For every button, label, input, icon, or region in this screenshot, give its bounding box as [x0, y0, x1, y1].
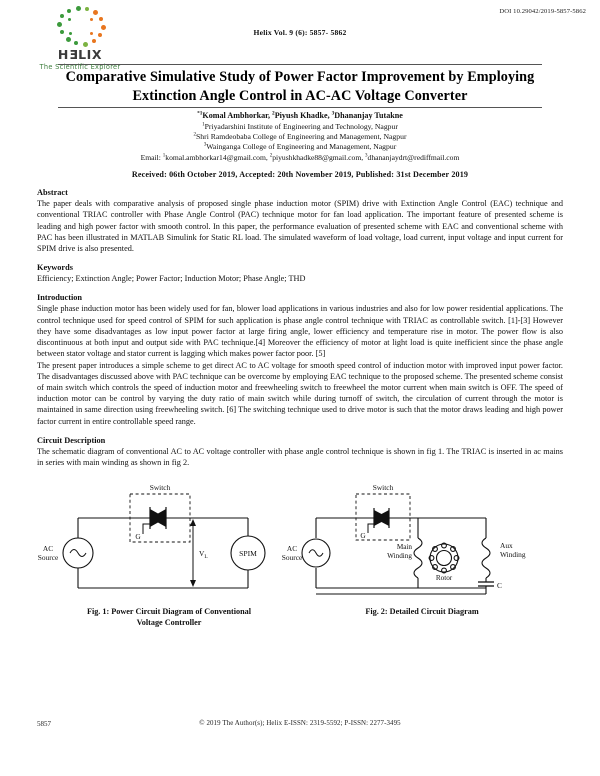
fig2-switch-label: Switch [373, 483, 394, 492]
logo-tagline: The Scientific Explorer [39, 62, 121, 71]
affiliation-1: 1Priyadarshini Institute of Engineering … [202, 121, 398, 131]
doi-text: DOI 10.29042/2019-5857-5862 [499, 8, 586, 15]
figure-captions: Fig. 1: Power Circuit Diagram of Convent… [0, 606, 600, 640]
logo-dot-ring-icon [54, 6, 106, 48]
logo-word-lix: LIX [78, 47, 103, 62]
circuit-figures-svg: Switch G AC Source VL SPIM Switch G AC S… [38, 483, 526, 595]
page-number: 5857 [37, 720, 51, 728]
fig2-source-label-l2: Source [282, 553, 303, 562]
fig1-load-voltage-label: VL [199, 549, 208, 560]
fig1-motor-label: SPIM [239, 549, 257, 558]
page-title: Comparative Simulative Study of Power Fa… [65, 69, 535, 104]
introduction-paragraph-1: Single phase induction motor has been wi… [37, 304, 563, 359]
article-body: Abstract The paper deals with comparativ… [37, 188, 563, 468]
author-note-marker: *1 [197, 110, 203, 117]
copyright-line: © 2019 The Author(s); Helix E-ISSN: 2319… [199, 720, 401, 727]
abstract-text: The paper deals with comparative analysi… [37, 199, 563, 254]
fig2-aux-winding-label-l2: Winding [500, 550, 526, 559]
author-list: *1Komal Ambhorkar, 2Piyush Khadke, 3Dhan… [197, 110, 403, 121]
fig2-main-winding-label-l2: Winding [387, 552, 412, 560]
circuit-description-text: The schematic diagram of conventional AC… [37, 446, 563, 468]
fig1-source-label-l1: AC [43, 544, 53, 553]
figure-1-caption: Fig. 1: Power Circuit Diagram of Convent… [86, 607, 252, 628]
introduction-heading: Introduction [37, 293, 83, 303]
logo-wordmark: HELIX [28, 47, 132, 62]
fig2-main-winding-label-l1: Main [397, 543, 413, 551]
figure-1-diagram [62, 493, 266, 589]
fig1-switch-label: Switch [150, 483, 171, 492]
figures-row: Switch G AC Source VL SPIM Switch G AC S… [0, 476, 600, 627]
figure-2-diagram [301, 493, 494, 595]
page-footer: 5857 © 2019 The Author(s); Helix E-ISSN:… [0, 720, 600, 732]
introduction-paragraph-2: The present paper introduces a simple sc… [37, 360, 563, 426]
fig1-gate-label: G [135, 532, 141, 541]
circuit-description-heading: Circuit Description [37, 435, 106, 445]
logo-word-e: E [68, 47, 79, 62]
running-head: Helix Vol. 9 (6): 5857- 5862 [253, 28, 347, 37]
keywords-heading: Keywords [37, 263, 73, 273]
fig2-rotor-label: Rotor [436, 574, 453, 582]
author-emails: Email: 1komal.ambhorkar14@gmail.com, 2pi… [140, 153, 460, 163]
figure-2-caption: Fig. 2: Detailed Circuit Diagram [365, 607, 479, 617]
logo-word-h: H [57, 47, 69, 62]
keywords-text: Efficiency; Extinction Angle; Power Fact… [37, 274, 306, 284]
affiliation-2: 2Shri Ramdeobaba College of Engineering … [193, 131, 407, 141]
fig2-gate-label: G [360, 531, 366, 540]
masthead: HELIX The Scientific Explorer DOI 10.290… [0, 0, 600, 70]
abstract-heading: Abstract [37, 188, 68, 198]
journal-logo: HELIX The Scientific Explorer [28, 6, 132, 70]
fig2-aux-winding-label-l1: Aux [500, 541, 513, 550]
fig2-capacitor-label: C [497, 581, 502, 590]
fig1-source-label-l2: Source [38, 553, 59, 562]
affiliation-3: 3Wainganga College of Engineering and Ma… [203, 141, 397, 152]
fig2-source-label-l1: AC [287, 544, 297, 553]
publication-dates: Received: 06th October 2019, Accepted: 2… [131, 170, 469, 180]
title-rule-box: Comparative Simulative Study of Power Fa… [58, 64, 542, 109]
